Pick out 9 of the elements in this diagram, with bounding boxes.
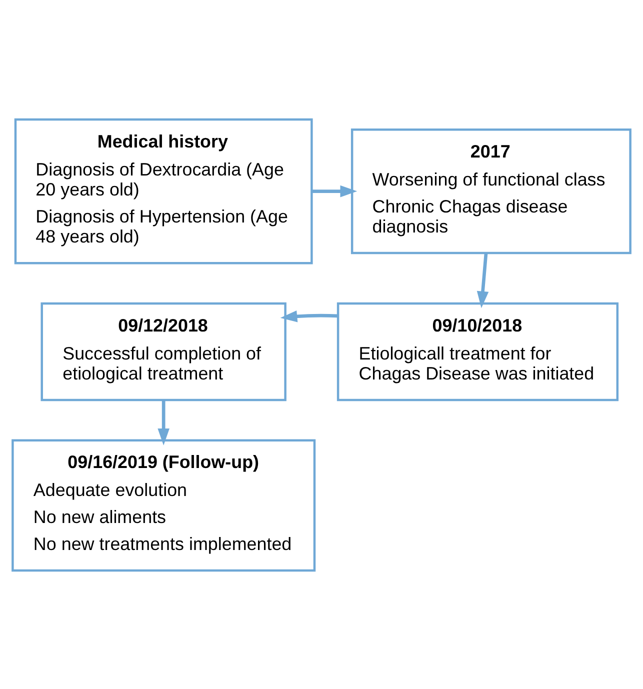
node-box: 09/10/2018 Etiologicall treatment for Chagas Disease was initiated <box>336 302 619 401</box>
node-box: 2017 Worsening of functional class Chronic Chagas disease diagnosis <box>350 128 632 254</box>
node-box: 09/16/2019 (Follow-up) Adequate evolution No new aliments No new treatments implemented <box>12 438 316 572</box>
arrow <box>158 400 170 445</box>
arrow <box>280 310 338 322</box>
arrow <box>312 184 358 197</box>
node-box: 09/12/2018 Successful completion of etiological treatment <box>40 302 286 401</box>
arrow <box>476 252 489 308</box>
node-box: Medical history Diagnosis of Dextrocardia (Age 20 years old) Diagnosis of Hypertension (Age 48 years old) <box>14 118 313 264</box>
